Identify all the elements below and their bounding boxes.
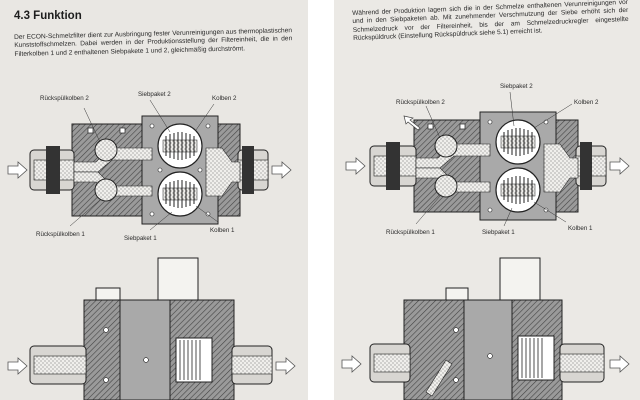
rueckspuelkolben-2 (434, 134, 458, 158)
label-kolben-1: Kolben 1 (568, 225, 593, 232)
outlet-pipe (575, 142, 607, 190)
filter-side-view (7, 257, 296, 400)
filter-side-view (341, 257, 630, 400)
kolben-1 (157, 171, 203, 217)
kolben-2 (495, 119, 541, 165)
label-rueckspuelkolben-2: Rückspülkolben 2 (396, 99, 445, 106)
backflush-arrow (403, 115, 421, 131)
rueckspuelkolben-1 (94, 178, 118, 202)
label-rueckspuelkolben-2: Rückspülkolben 2 (40, 95, 89, 102)
rueckspuelkolben-1 (434, 174, 458, 198)
outlet-arrow (609, 157, 630, 175)
label-siebpaket-2: Siebpaket 2 (138, 91, 171, 98)
label-kolben-2: Kolben 2 (212, 95, 237, 102)
rueckspuelkolben-2 (94, 138, 118, 162)
right-page: Während der Produktion lagern sich die i… (334, 0, 640, 400)
outlet-pipe (237, 146, 269, 194)
outlet-arrow (271, 161, 292, 179)
filter-diagram-production: Rückspülkolben 2 Siebpaket 2 Kolben 2 Rü… (7, 91, 296, 400)
label-siebpaket-1: Siebpaket 1 (482, 229, 515, 236)
left-page: 4.3 Funktion Der ECON-Schmelzfilter dien… (0, 0, 308, 400)
label-siebpaket-2: Siebpaket 2 (500, 83, 533, 90)
leader-lines (415, 91, 573, 227)
melt-channels (415, 143, 579, 193)
section-heading: 4.3 Funktion (14, 10, 82, 22)
inlet-arrow (7, 161, 28, 179)
kolben-2 (157, 123, 203, 169)
melt-channels (73, 147, 241, 197)
label-siebpaket-1: Siebpaket 1 (124, 235, 157, 242)
inlet-pipe (369, 142, 417, 190)
label-kolben-1: Kolben 1 (210, 227, 235, 234)
leader-lines (69, 99, 219, 231)
label-rueckspuelkolben-1: Rückspülkolben 1 (36, 231, 85, 238)
inlet-arrow (345, 157, 366, 175)
label-rueckspuelkolben-1: Rückspülkolben 1 (386, 229, 435, 236)
label-kolben-2: Kolben 2 (574, 99, 599, 106)
inlet-pipe (29, 146, 75, 194)
filter-diagram-backflush: Rückspülkolben 2 Siebpaket 2 Kolben 2 Rü… (341, 83, 630, 400)
kolben-1 (495, 167, 541, 213)
